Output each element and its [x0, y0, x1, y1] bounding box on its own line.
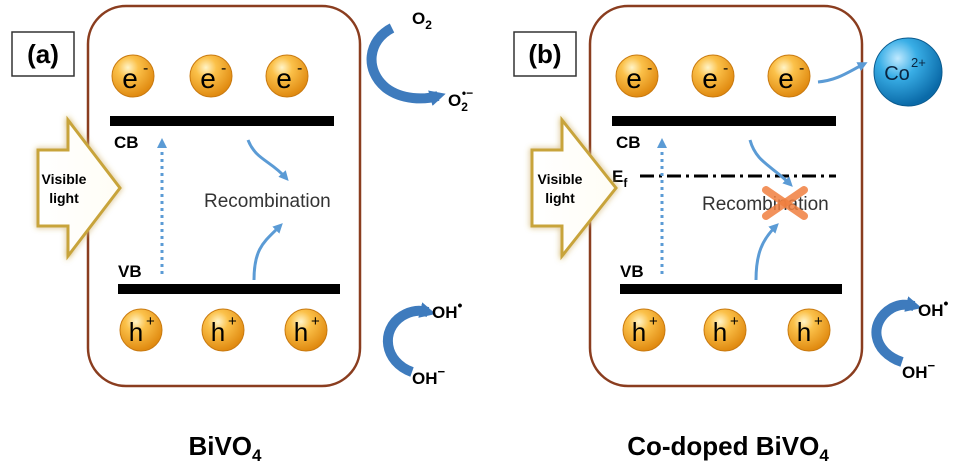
conduction-band — [612, 116, 836, 126]
svg-text:+: + — [814, 313, 823, 330]
recombination-arrow-down — [246, 139, 289, 181]
hole-particle: h + — [703, 308, 747, 352]
panel-b-label: (b) — [528, 39, 561, 69]
hydroxyl-oxidation-arrow — [382, 302, 436, 377]
recombination-arrow-up — [252, 223, 283, 281]
valence-band — [620, 284, 842, 294]
svg-text:Co: Co — [884, 63, 910, 85]
svg-text:h: h — [797, 317, 811, 347]
hole-particle: h + — [201, 308, 245, 352]
svg-text:Visible: Visible — [42, 171, 87, 187]
cb-label: CB — [114, 133, 139, 152]
hydroxyl-radical-label: OH• — [918, 295, 949, 320]
svg-text:+: + — [730, 313, 739, 330]
svg-text:-: - — [799, 60, 804, 77]
svg-text:-: - — [221, 60, 226, 77]
svg-text:h: h — [713, 317, 727, 347]
electron-particle: e - — [615, 54, 659, 98]
o2-reduction-arrow — [366, 23, 446, 106]
svg-text:e: e — [276, 63, 292, 94]
electron-particle: e - — [265, 54, 309, 98]
valence-band — [118, 284, 340, 294]
hydroxyl-radical-label: OH• — [432, 297, 463, 322]
cobalt-ion: Co 2+ — [873, 37, 943, 107]
vb-label: VB — [620, 262, 644, 281]
svg-text:h: h — [632, 317, 646, 347]
svg-text:+: + — [649, 313, 658, 330]
hole-particle: h + — [284, 308, 328, 352]
hydroxide-label: OH− — [902, 358, 936, 382]
svg-text:+: + — [228, 313, 237, 330]
conduction-band — [110, 116, 334, 126]
svg-text:2+: 2+ — [911, 55, 926, 70]
panel-b-caption: Co-doped BiVO4 — [627, 431, 829, 465]
hole-particle: h + — [119, 308, 163, 352]
panel-a-caption: BiVO4 — [188, 431, 262, 465]
svg-text:-: - — [297, 60, 302, 77]
electron-particle: e - — [111, 54, 155, 98]
panel-a-label-box — [11, 31, 75, 77]
svg-text:h: h — [211, 317, 225, 347]
svg-text:-: - — [143, 60, 148, 77]
hydroxyl-oxidation-arrow — [871, 296, 922, 367]
hydroxide-label: OH− — [412, 364, 446, 388]
recombination-label: Recombination — [204, 191, 331, 212]
electron-transfer-arrow — [817, 62, 868, 84]
svg-text:+: + — [146, 313, 155, 330]
svg-text:e: e — [200, 63, 216, 94]
panel-a: (a) e - e - e - CB VB Recombination — [11, 4, 473, 465]
svg-text:light: light — [49, 190, 79, 206]
recombination-arrow-down — [748, 139, 793, 187]
svg-text:e: e — [778, 63, 794, 94]
svg-text:e: e — [702, 63, 718, 94]
o2-label: O2 — [412, 9, 432, 32]
svg-text:-: - — [723, 60, 728, 77]
svg-text:e: e — [626, 63, 642, 94]
svg-text:Visible: Visible — [538, 171, 583, 187]
vb-label: VB — [118, 262, 142, 281]
svg-text:e: e — [122, 63, 138, 94]
svg-text:h: h — [294, 317, 308, 347]
hole-particle: h + — [622, 308, 666, 352]
electron-particle: e - — [189, 54, 233, 98]
visible-light-arrow: Visible light — [36, 115, 122, 261]
suppressed-cross-icon — [762, 186, 808, 220]
electron-particle: e - — [691, 54, 735, 98]
panel-a-label: (a) — [27, 39, 59, 69]
hole-particle: h + — [787, 308, 831, 352]
visible-light-arrow: Visible light — [530, 115, 618, 261]
svg-text:h: h — [129, 317, 143, 347]
electron-particle: e - — [767, 54, 811, 98]
svg-text:-: - — [647, 60, 652, 77]
cb-label: CB — [616, 133, 641, 152]
panel-b: (b) e - e - e - Co 2+ CB Ef — [513, 4, 949, 465]
superoxide-label: O2•− — [448, 86, 473, 114]
svg-text:light: light — [545, 190, 575, 206]
svg-text:+: + — [311, 313, 320, 330]
fermi-level-label: Ef — [612, 167, 628, 190]
panel-b-label-box — [513, 31, 577, 77]
recombination-arrow-up — [754, 223, 779, 281]
